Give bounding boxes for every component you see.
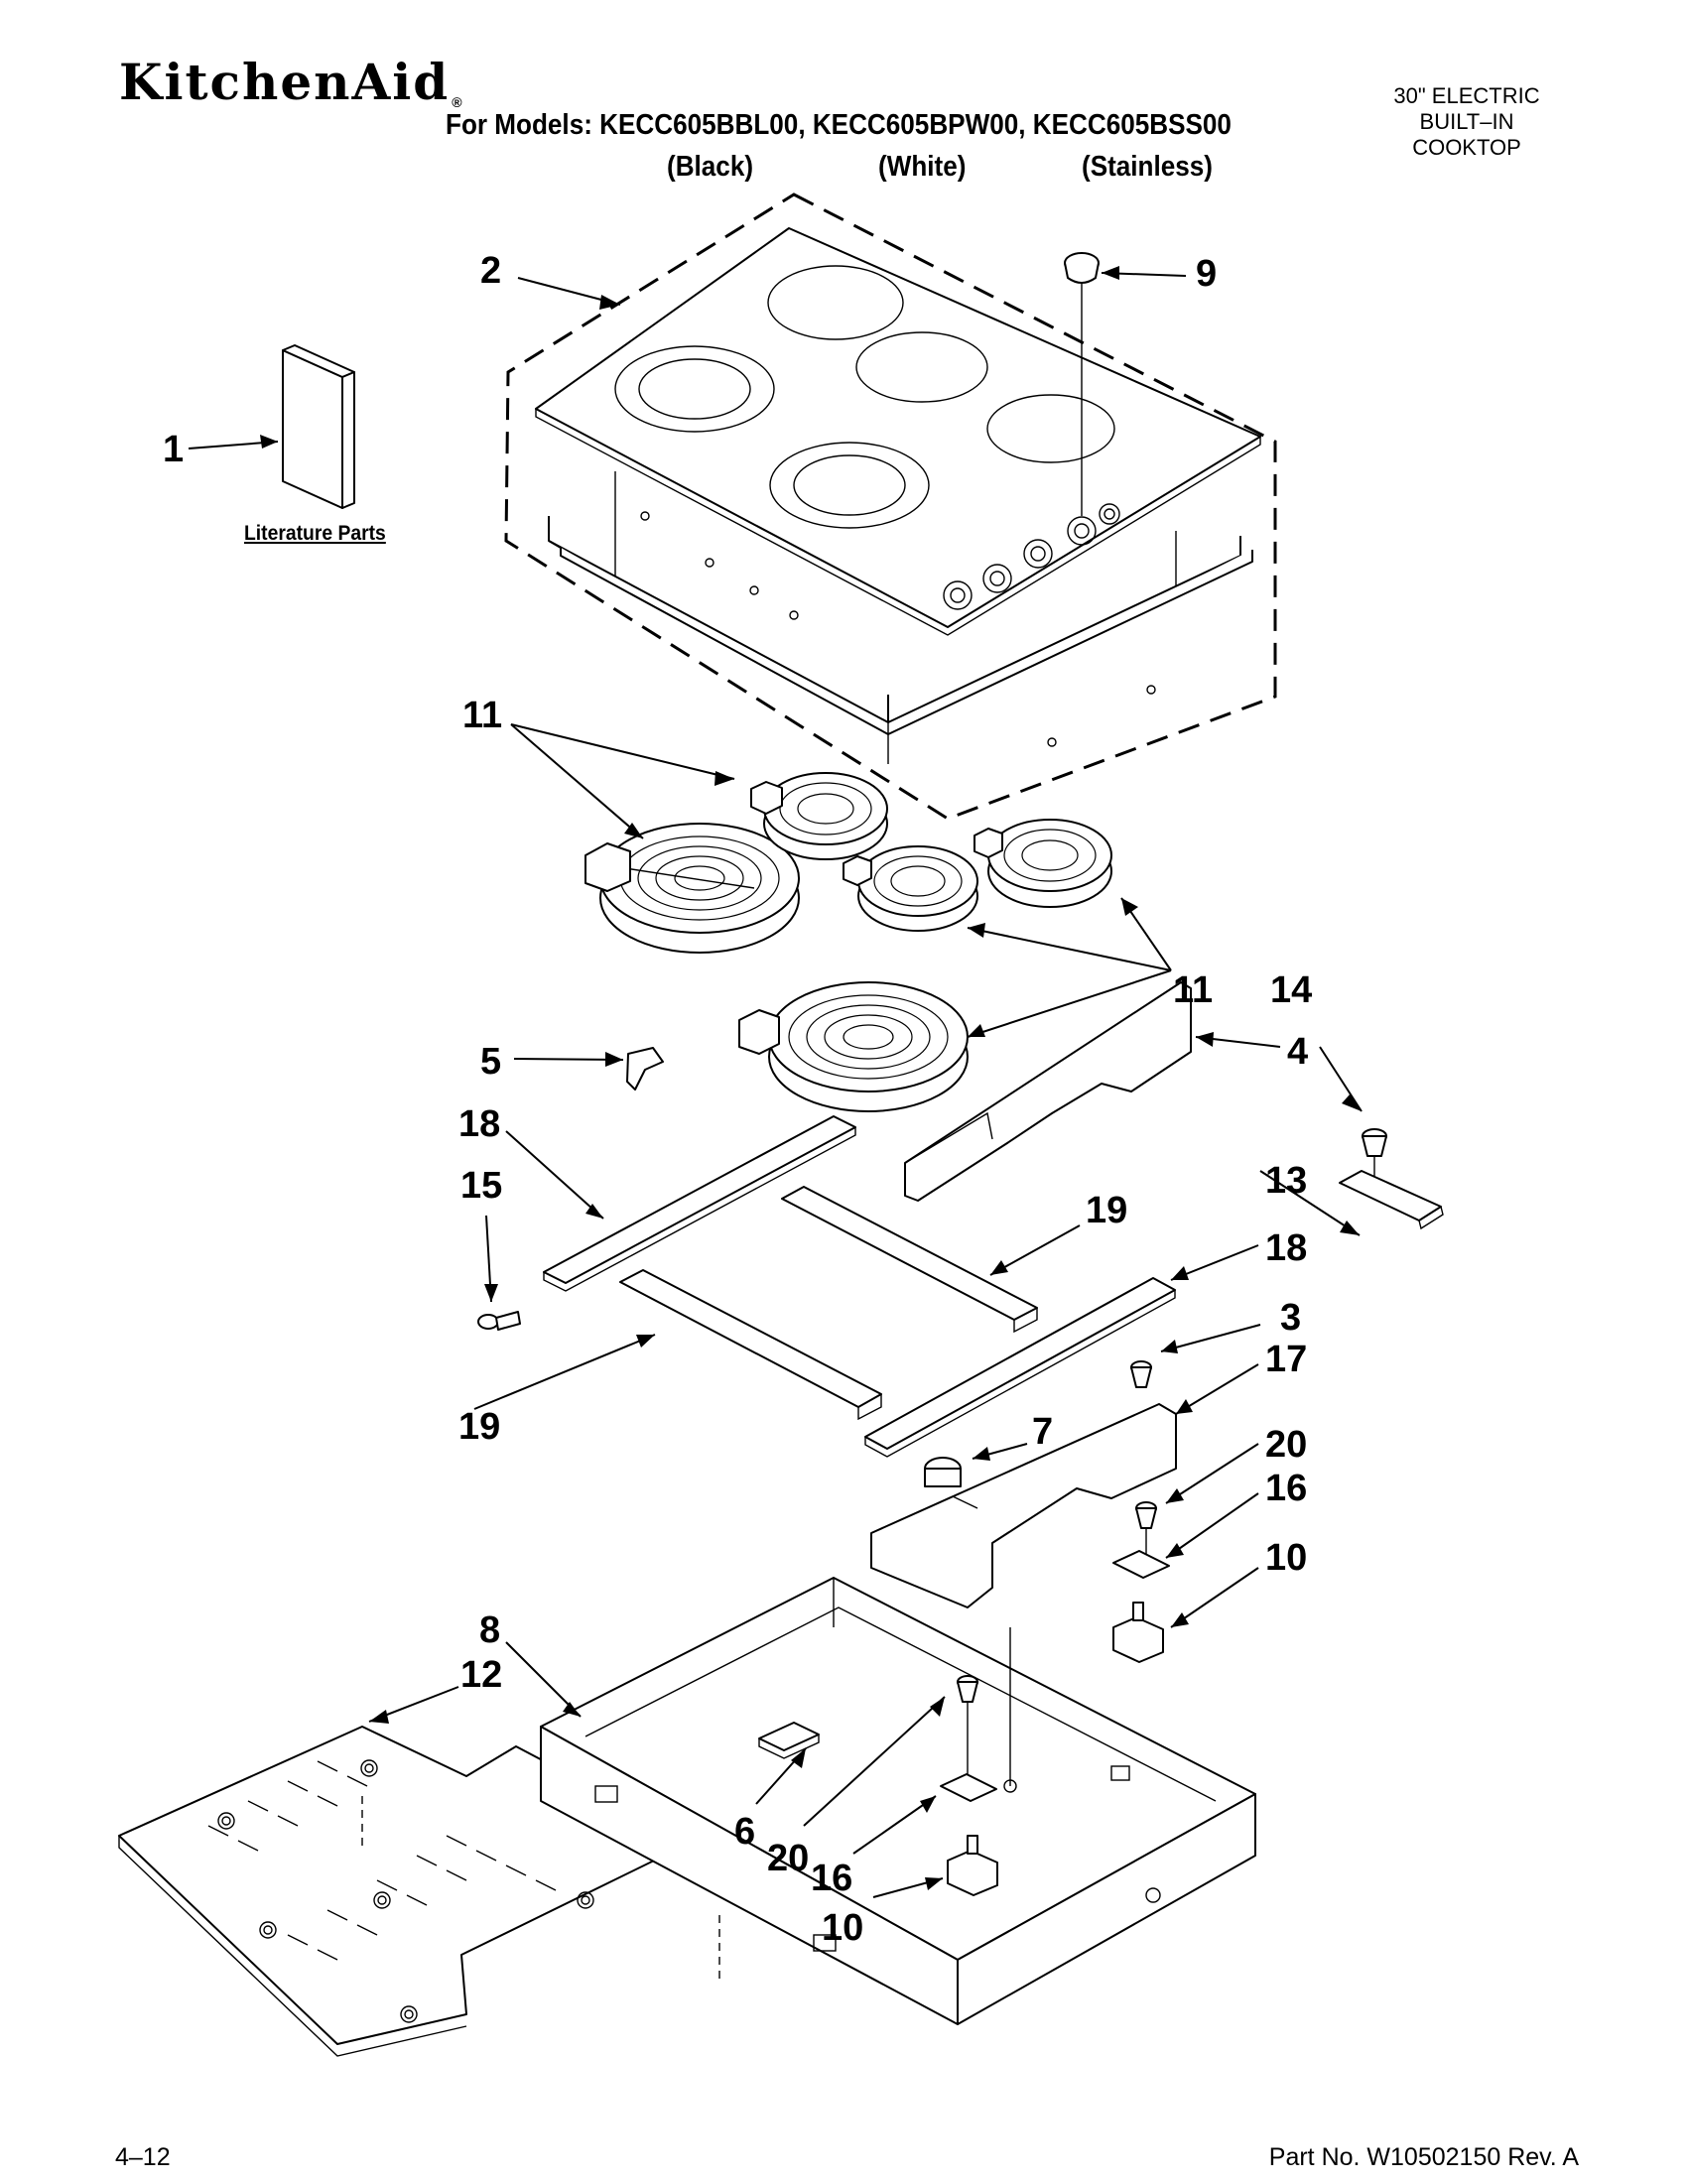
callout-14: 14 [1270,969,1312,1011]
callout-8: 8 [479,1609,500,1651]
callout-11-bottom: 11 [1173,969,1213,1011]
callout-19-upper: 19 [1086,1190,1127,1231]
callout-4: 4 [1287,1031,1308,1073]
control-bracket-part [870,1403,1177,1608]
callout-13: 13 [1265,1160,1307,1202]
callout-1: 1 [163,429,184,470]
surface-element-right [974,819,1112,908]
leader-arrowheads [260,266,1362,1890]
callout-17: 17 [1265,1339,1307,1380]
models-line: For Models: KECC605BBL00, KECC605BPW00, … [446,109,1232,141]
product-line-1: 30" ELECTRIC [1393,83,1540,108]
brand-logo: KitchenAid® [119,58,464,110]
literature-parts-label: Literature Parts [244,522,386,545]
callout-16-upper: 16 [1265,1468,1307,1509]
surface-element-center [843,845,978,932]
callout-12: 12 [460,1654,502,1696]
part-number: Part No. W10502150 Rev. A [1268,2143,1579,2171]
screw-part-20-upper [1135,1501,1157,1563]
callout-19-lower: 19 [458,1406,500,1448]
spacer-plate-upper [1112,1550,1170,1579]
screw-part-20-lower [957,1675,978,1776]
infinite-switch-lower [947,1835,998,1896]
finish-white: (White) [878,151,967,183]
callout-7: 7 [1032,1411,1053,1453]
callout-16-lower: 16 [811,1858,852,1899]
infinite-switch-upper [1112,1602,1164,1663]
callout-3: 3 [1280,1297,1301,1339]
literature-book-part [282,344,355,509]
callout-5: 5 [480,1041,501,1083]
callout-numbers: 1 2 9 11 11 5 4 14 18 15 19 13 18 19 3 1… [163,250,1312,1949]
callout-18-left: 18 [458,1103,500,1145]
callout-2: 2 [480,250,501,292]
callout-11-top: 11 [462,695,502,736]
callout-10-upper: 10 [1265,1537,1307,1579]
surface-element-large-front [738,981,969,1112]
callout-20-upper: 20 [1265,1424,1307,1466]
surface-element-large-left [584,823,800,954]
finish-black: (Black) [667,151,754,183]
cooktop-glass-assembly [504,193,1277,821]
callout-15: 15 [460,1165,502,1207]
surface-element-rear [750,772,888,860]
callout-20-lower: 20 [767,1838,809,1879]
spacer-plate-lower [940,1773,997,1802]
callout-9: 9 [1196,253,1217,295]
wire-clip-part [626,1047,664,1091]
brand-name: KitchenAid [119,53,451,111]
mounting-bracket-part-13 [1339,1170,1444,1230]
burner-box-part [540,1577,1256,2025]
callout-6: 6 [734,1811,755,1853]
finish-stainless: (Stainless) [1082,151,1214,183]
screw-part-3 [1130,1360,1152,1388]
callout-18-right: 18 [1265,1227,1307,1269]
product-line-3: COOKTOP [1412,135,1521,160]
page-number: 4–12 [115,2143,171,2171]
support-rail-right [864,1277,1176,1458]
registered-mark: ® [452,94,464,110]
cross-channel-upper [781,1186,1038,1334]
thermostat-part [924,1457,962,1487]
cross-channel-lower [619,1269,882,1421]
screw-part-14 [1362,1128,1387,1176]
heat-shield-part [904,981,1192,1202]
terminal-block-part [758,1722,820,1759]
support-rail-left [543,1115,856,1292]
callout-10-lower: 10 [822,1907,863,1949]
product-description: 30" ELECTRIC BUILT–IN COOKTOP [1353,83,1581,161]
screw-part-15 [477,1311,521,1331]
control-knob-part [1064,252,1100,516]
product-line-2: BUILT–IN [1419,109,1514,134]
